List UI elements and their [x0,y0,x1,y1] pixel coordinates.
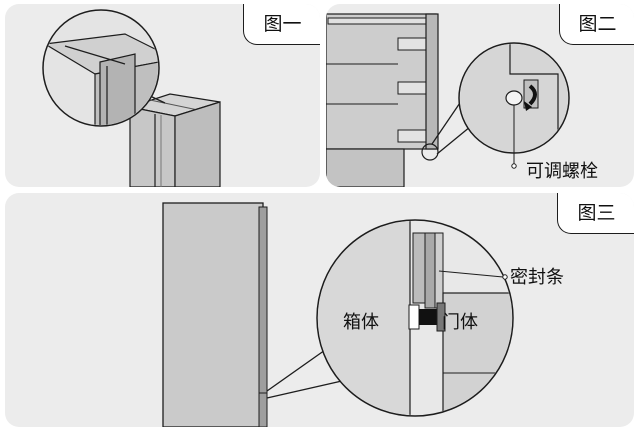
door-panel [425,13,439,150]
lower-drawer [326,148,405,187]
cabinet-top-edge [327,17,433,25]
door-gap-top [149,99,199,111]
cabinet-label: 箱体 [343,312,379,333]
figure-1-illustration [42,9,221,187]
door-shelf [397,37,431,51]
zoomed-gasket-strip [412,232,426,304]
zoomed-seam [64,45,126,65]
seal-leader-line [438,270,504,278]
adjustable-screw [505,90,523,106]
figure-2-panel: 图二 可调螺栓 [326,4,634,187]
figure-3-illustration [162,202,514,427]
rotate-arrow-head [524,101,532,111]
figure-1-tab: 图一 [243,4,320,45]
zoomed-seal-compressed [419,309,437,325]
figure-3-tab: 图三 [557,193,634,234]
figure-3-panel: 图三 密封条 箱体 门体 [5,193,634,427]
zoomed-gap-left [408,304,420,330]
zoomed-gasket-strip [434,232,444,309]
door-shelf [397,129,431,143]
door-label: 门体 [442,312,478,333]
leader-dot [502,274,508,280]
door-edge-side [258,206,268,427]
figure-2-illustration [326,13,570,187]
zoomed-door-top [44,33,158,75]
adjustable-screw-label: 可调螺栓 [526,161,598,182]
fridge-right-door [174,101,221,187]
seal-strip-label: 密封条 [510,267,564,288]
zoomed-gasket-strip [424,232,436,309]
figure-1-panel: 图一 [5,4,320,187]
door-shelf [397,81,431,95]
figure-2-tab: 图二 [559,4,634,45]
leader-dot [511,163,517,169]
fridge-body-side [162,202,264,427]
rotate-arrow-icon [528,84,537,106]
zoomed-edge [509,44,559,152]
fridge-left-door [129,106,176,187]
screw-highlight-circle [421,143,439,161]
zoomed-seal-edge [436,302,446,332]
